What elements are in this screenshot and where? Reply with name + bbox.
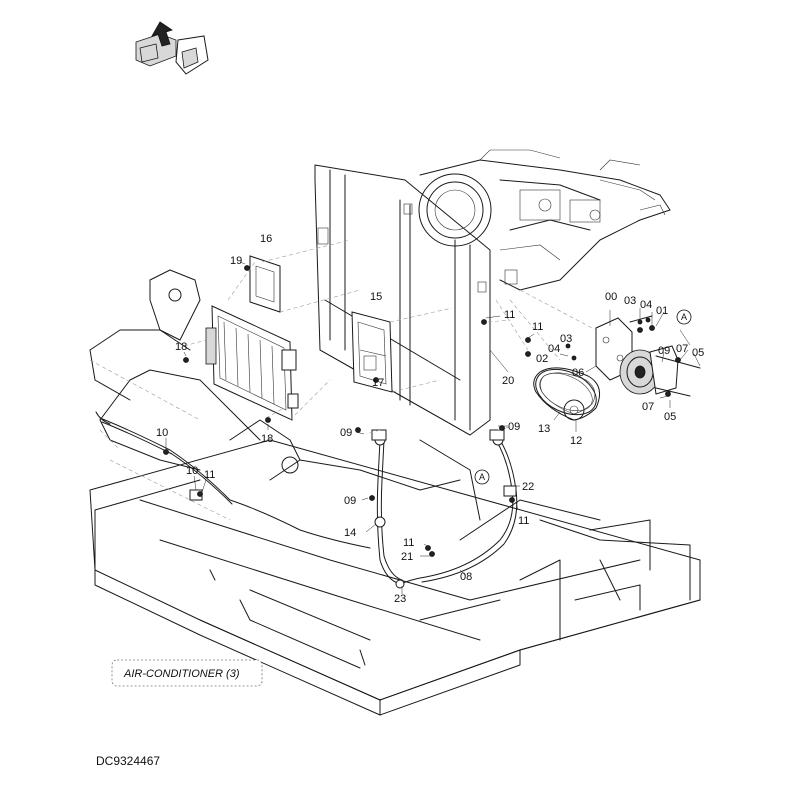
callout-10b: 10 [186, 465, 198, 477]
callout-10a: 10 [156, 427, 168, 439]
orientation-icon [135, 21, 209, 75]
callout-20: 20 [502, 375, 514, 387]
callout-18b: 18 [261, 433, 273, 445]
compressor-assembly [533, 315, 701, 421]
callout-07a: 07 [676, 343, 688, 355]
callout-11d: 11 [403, 537, 414, 549]
drive-belt [535, 368, 597, 416]
callout-00: 00 [605, 291, 617, 303]
callout-21: 21 [401, 551, 413, 563]
callout-06: 06 [572, 367, 584, 379]
svg-text:A: A [681, 312, 687, 322]
section-label: AIR-CONDITIONER (3) [123, 668, 240, 680]
callout-05a: 05 [692, 347, 704, 359]
callout-22: 22 [522, 481, 534, 493]
callout-11b: 11 [532, 321, 543, 333]
callout-11e: 11 [518, 515, 529, 527]
callout-04a: 04 [640, 299, 652, 311]
callout-labels: 16 19 15 17 18 18 11 11 20 00 03 04 01 0… [156, 233, 704, 605]
cooler-frame [314, 164, 491, 436]
callout-11a: 11 [504, 309, 515, 321]
callout-02: 02 [536, 353, 548, 365]
condenser [205, 305, 299, 421]
main-frame [89, 269, 701, 716]
callout-09b: 09 [340, 427, 352, 439]
section-reference[interactable]: AIR-CONDITIONER (3) [111, 659, 263, 687]
callout-13: 13 [538, 423, 550, 435]
callout-05b: 05 [664, 411, 676, 423]
fasteners [163, 265, 681, 557]
hose-lines [95, 411, 518, 589]
callout-14: 14 [344, 527, 356, 539]
callout-23: 23 [394, 593, 406, 605]
callout-09c: 09 [508, 421, 520, 433]
leader-lines [165, 261, 701, 594]
svg-text:A: A [479, 472, 485, 482]
callout-16: 16 [260, 233, 272, 245]
callout-04b: 04 [548, 343, 560, 355]
callout-08: 08 [460, 571, 472, 583]
callout-19: 19 [230, 255, 242, 267]
callout-01: 01 [656, 305, 668, 317]
engine-assembly [418, 149, 671, 291]
callout-07b: 07 [642, 401, 654, 413]
callout-09d: 09 [344, 495, 356, 507]
assembly-lines [183, 239, 597, 435]
callout-17: 17 [372, 377, 384, 389]
callout-03a: 03 [624, 295, 636, 307]
callout-15: 15 [370, 291, 382, 303]
document-id: DC9324467 [96, 754, 161, 768]
bracket-16 [249, 255, 281, 313]
callout-09a: 09 [658, 345, 670, 357]
callout-11c: 11 [204, 469, 215, 481]
view-marker-a-top: A [676, 309, 692, 325]
callout-12: 12 [570, 435, 582, 447]
callout-18a: 18 [175, 341, 187, 353]
callout-03b: 03 [560, 333, 572, 345]
view-marker-a-hose: A [474, 469, 490, 485]
